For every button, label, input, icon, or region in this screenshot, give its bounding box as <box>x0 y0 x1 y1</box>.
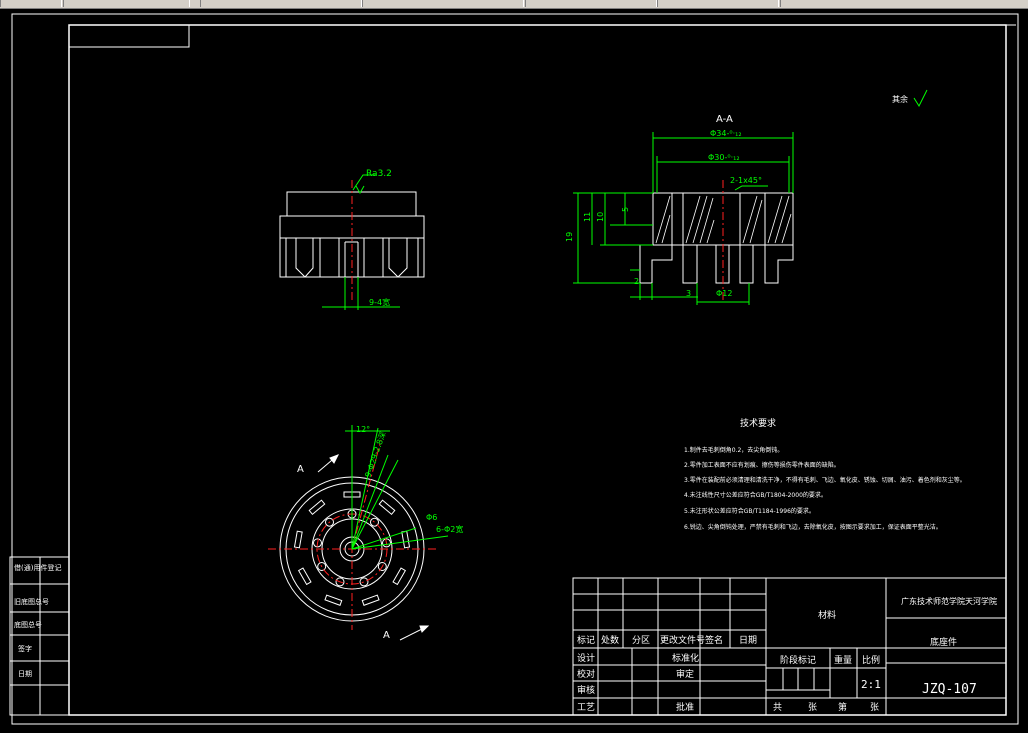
front-slot-dim: 9-4宽 <box>369 297 390 307</box>
top-holes-dim-b: 9-Φ2 <box>363 457 378 478</box>
roughness-other-symbol <box>913 89 928 108</box>
tech-req-item-5: 5.未注形状公差应符合GB/T1184-1996的要求。 <box>684 507 815 515</box>
tech-req-item-6: 6.锐边、尖角倒钝处理，严禁有毛刺和飞边，去除氧化皮，按图示要求加工，保证表面平… <box>684 523 942 531</box>
left-block-label-3: 底图总号 <box>14 620 42 629</box>
tb-approve-final: 审定 <box>676 668 694 680</box>
tb-label-zone: 分区 <box>632 635 650 646</box>
section-dimensions <box>573 132 794 305</box>
top-bore-dim: Φ6 <box>426 513 437 522</box>
tb-standard: 标准化 <box>672 652 699 664</box>
section-mark-a2: A <box>383 630 390 641</box>
left-block-label-5: 日期 <box>18 670 32 678</box>
dim-10: 10 <box>596 212 605 222</box>
tb-sheet-no: 第 <box>838 701 847 713</box>
tb-weight: 重量 <box>834 654 852 666</box>
front-dimensions <box>322 174 400 310</box>
dim-inner-diameter: Φ30-⁰·₁₂ <box>708 153 740 162</box>
toolbar-strip <box>0 0 1028 9</box>
dim-chamfer: 2-1x45° <box>730 176 762 185</box>
tb-drawing-no: JZQ-107 <box>922 682 977 697</box>
dim-outer-diameter: Φ34-⁰·₁₂ <box>710 129 742 138</box>
dim-2: 2 <box>634 277 639 286</box>
tb-stage: 阶段标记 <box>780 654 816 666</box>
tb-label-mark: 标记 <box>577 634 595 646</box>
tb-row-check: 校对 <box>577 668 595 680</box>
tb-material: 材料 <box>818 609 836 621</box>
top-slot-dim: 6-Φ2宽 <box>436 524 463 534</box>
tb-sheets-unit-2: 张 <box>870 702 879 713</box>
left-sign-block <box>9 556 70 716</box>
section-cut-arrows <box>317 454 430 641</box>
dim-5: 5 <box>621 207 630 212</box>
tb-row-review: 审核 <box>577 684 595 696</box>
left-block-label-4: 签字 <box>18 644 32 653</box>
dim-19: 19 <box>565 232 574 242</box>
tech-req-item-1: 1.制件去毛刺倒角0.2，去尖角倒钝。 <box>684 446 783 454</box>
tb-row-process: 工艺 <box>577 702 595 713</box>
left-block-label-1: 借(通)用件登记 <box>14 563 61 572</box>
tb-label-change-doc: 更改文件号 <box>660 634 705 646</box>
top-holes-dim-a: 9-2.8深 <box>369 431 387 461</box>
tb-label-count: 处数 <box>601 634 619 646</box>
title-block-grid <box>572 577 1007 716</box>
tb-part-name: 底座件 <box>930 636 957 648</box>
tech-req-item-4: 4.未注线性尺寸公差应符合GB/T1804-2000的要求。 <box>684 491 827 499</box>
left-block-label-2: 旧底图总号 <box>14 597 49 606</box>
roughness-other-label: 其余 <box>892 94 908 104</box>
roughness-label: Ra3.2 <box>366 169 392 179</box>
tb-sheets-unit-1: 张 <box>808 702 817 713</box>
tb-school: 广东技术师范学院天河学院 <box>901 596 997 606</box>
dim-11: 11 <box>583 212 592 222</box>
tech-req-item-2: 2.零件加工表面不应有划痕、擦伤等损伤零件表面的缺陷。 <box>684 461 840 469</box>
tb-label-date: 日期 <box>739 635 757 646</box>
tb-approve: 批准 <box>676 701 694 713</box>
section-view <box>639 192 794 284</box>
tech-req-item-3: 3.零件在装配前必须清理和清洗干净，不得有毛刺、飞边、氧化皮、锈蚀、切屑、油污、… <box>684 476 966 484</box>
top-view-dimensions <box>345 425 449 550</box>
tb-sheets-total: 共 <box>773 702 782 713</box>
tb-row-design: 设计 <box>577 652 595 664</box>
top-angle-dim: 12° <box>356 425 370 434</box>
section-title: A-A <box>716 114 733 125</box>
dim-3: 3 <box>686 289 691 298</box>
drawing-frame <box>11 13 1019 725</box>
tb-label-sign: 签名 <box>705 634 723 646</box>
section-mark-a1: A <box>297 464 304 475</box>
tb-scale: 比例 <box>862 654 880 666</box>
section-hatch <box>655 195 792 244</box>
tech-req-title: 技术要求 <box>740 417 776 429</box>
dim-bore: Φ12 <box>716 289 732 298</box>
tb-scale-value: 2:1 <box>861 678 881 691</box>
